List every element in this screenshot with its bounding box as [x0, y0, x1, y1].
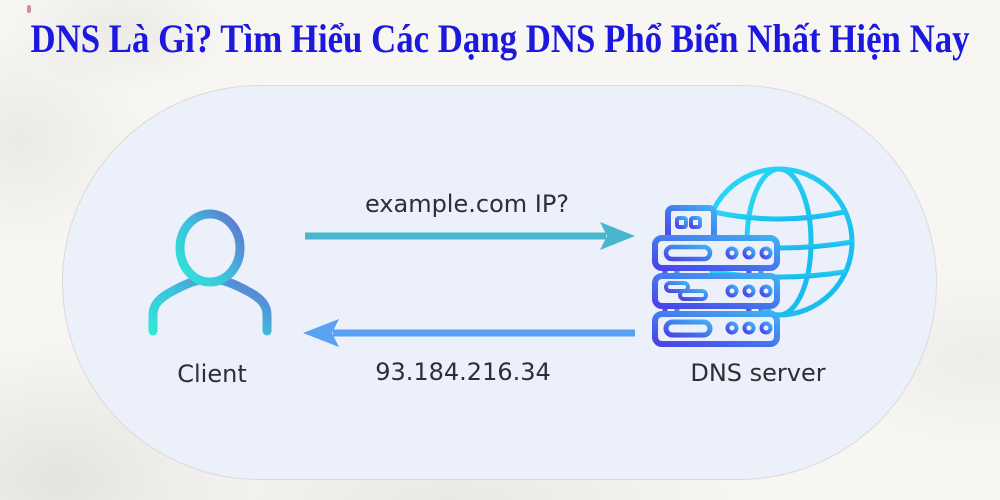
client-label: Client: [177, 360, 247, 388]
client-shoulders-shape: [148, 274, 272, 336]
page-title: DNS Là Gì? Tìm Hiểu Các Dạng DNS Phổ Biế…: [30, 15, 970, 61]
response-label: 93.184.216.34: [375, 358, 551, 386]
query-arrow-right-icon: [305, 222, 635, 250]
client-person-icon: [148, 209, 272, 336]
dns-server-icon: [652, 166, 855, 347]
server-label: DNS server: [690, 359, 826, 387]
server-rack-icon: [652, 205, 780, 347]
paper-texture-speck: [27, 5, 31, 13]
query-label: example.com IP?: [364, 190, 570, 218]
client-head-shape: [175, 209, 245, 287]
response-arrow-left-icon: [303, 319, 635, 347]
